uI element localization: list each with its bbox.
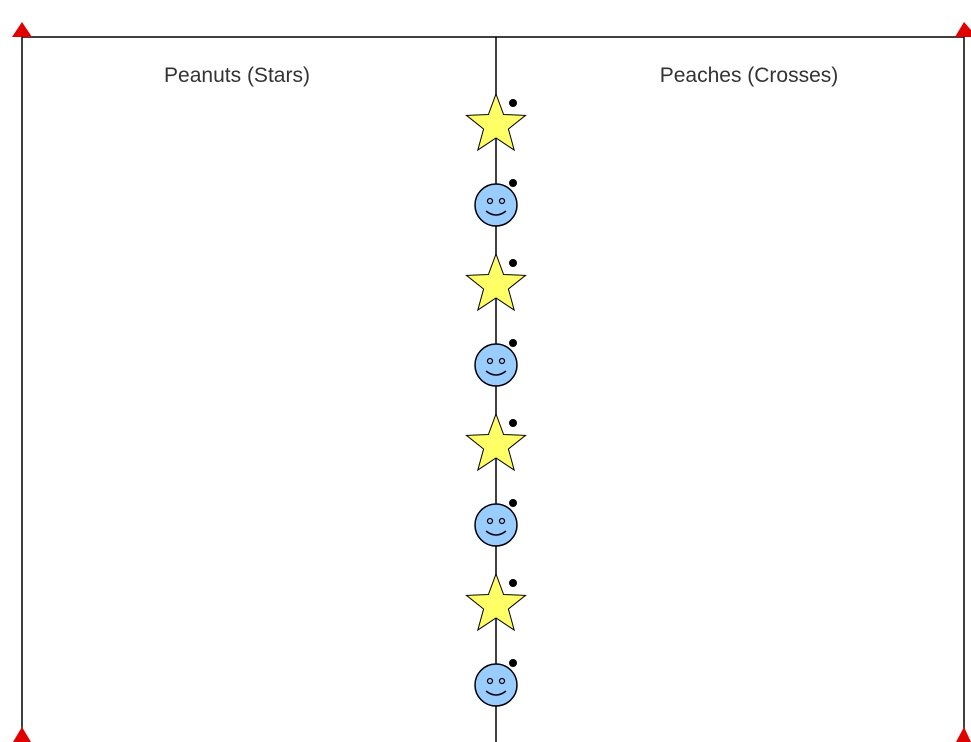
marker-dot-icon — [509, 419, 517, 427]
right-side-label: Peaches (Crosses) — [660, 64, 839, 87]
marker-dot-icon — [509, 659, 517, 667]
corner-marker-bottom-left — [13, 727, 31, 742]
corner-marker-top-right — [955, 22, 971, 37]
smiley-face-icon — [474, 179, 518, 227]
smiley-face-icon — [474, 339, 518, 387]
corner-marker-bottom-right — [956, 727, 971, 742]
marker-dot-icon — [509, 339, 517, 347]
marker-dot-icon — [509, 579, 517, 587]
star-icon — [465, 412, 527, 472]
marker-dot-icon — [509, 499, 517, 507]
center-line-figures — [465, 92, 527, 707]
star-icon — [465, 572, 527, 632]
star-icon — [465, 92, 527, 152]
corner-marker-top-left — [12, 22, 32, 37]
left-side-label: Peanuts (Stars) — [164, 64, 310, 87]
star-icon — [465, 252, 527, 312]
marker-dot-icon — [509, 259, 517, 267]
marker-dot-icon — [509, 179, 517, 187]
smiley-face-icon — [474, 659, 518, 707]
marker-dot-icon — [509, 99, 517, 107]
smiley-face-icon — [474, 499, 518, 547]
